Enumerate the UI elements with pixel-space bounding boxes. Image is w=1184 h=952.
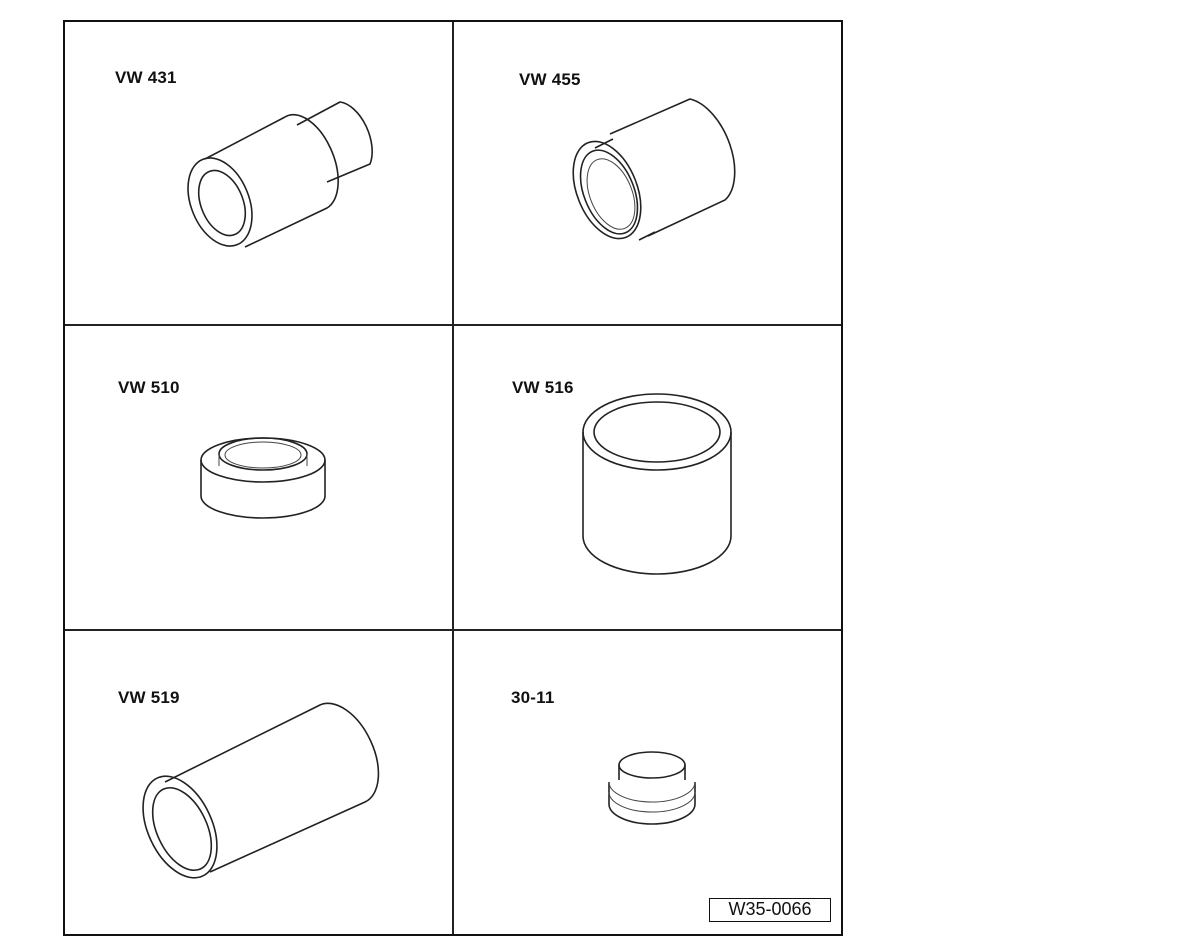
tool-label-vw455: VW 455 xyxy=(519,70,581,89)
tool-label-30-11: 30-11 xyxy=(511,688,555,707)
tool-drawing-vw516 xyxy=(582,393,732,575)
tool-label-vw519: VW 519 xyxy=(118,688,180,707)
tool-label-vw510: VW 510 xyxy=(118,378,180,397)
tool-label-vw431: VW 431 xyxy=(115,68,177,87)
tool-drawing-vw510 xyxy=(200,437,326,519)
tool-drawing-vw455 xyxy=(572,98,736,241)
grid-divider-horizontal-1 xyxy=(65,324,841,326)
grid-divider-vertical xyxy=(452,22,454,934)
tools-grid: VW 431 VW 455 VW 510 VW 516 VW 519 30-11 xyxy=(63,20,843,936)
tool-drawing-vw431 xyxy=(187,101,373,248)
tool-drawing-30-11 xyxy=(608,751,696,825)
figure-reference: W35-0066 xyxy=(709,898,831,922)
grid-divider-horizontal-2 xyxy=(65,629,841,631)
tool-label-vw516: VW 516 xyxy=(512,378,574,397)
tool-drawing-vw519 xyxy=(142,702,380,879)
